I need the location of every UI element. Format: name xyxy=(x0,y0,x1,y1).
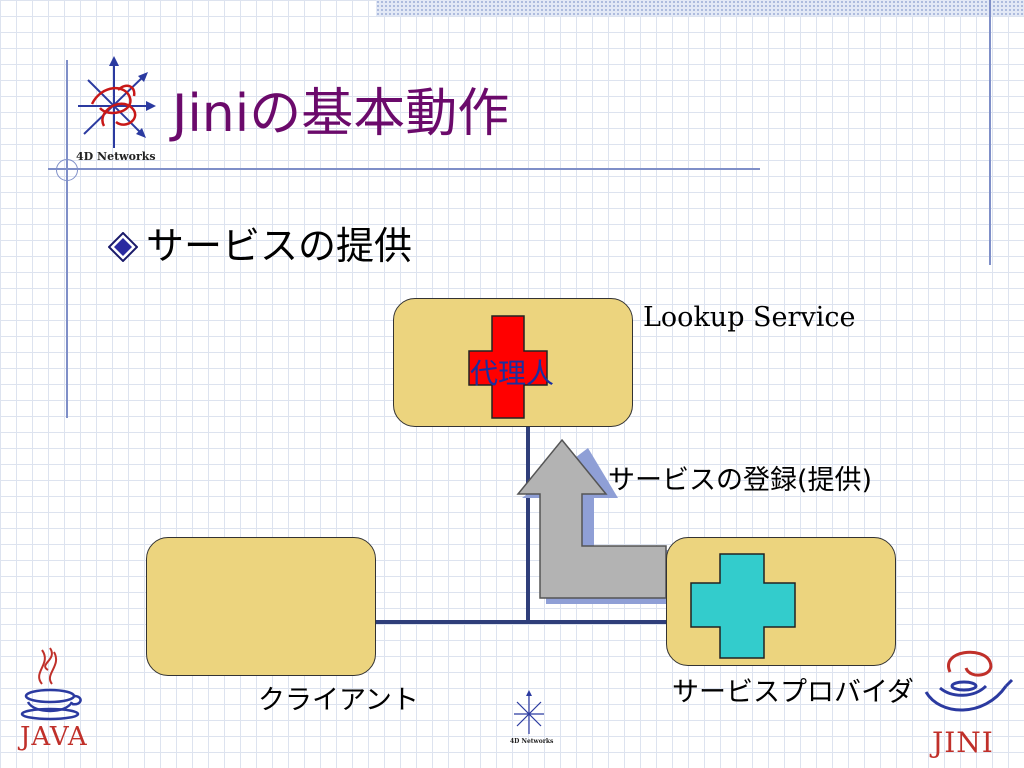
jini-logo-text: JINI xyxy=(932,726,994,759)
4d-networks-small-logo xyxy=(514,690,544,734)
left-rule xyxy=(66,60,68,418)
java-coffee-cup-icon xyxy=(20,647,82,721)
client-label: クライアント xyxy=(258,685,419,716)
client-box xyxy=(146,537,376,676)
proxy-label: 代理人 xyxy=(470,357,555,390)
lookup-service-label: Lookup Service xyxy=(643,302,856,333)
right-rule xyxy=(989,0,991,265)
slide-title: Jiniの基本動作 xyxy=(172,84,510,144)
service-registration-label: サービスの登録(提供) xyxy=(608,465,873,496)
4d-networks-logo xyxy=(78,56,156,148)
java-logo-text: JAVA xyxy=(20,722,88,752)
proxy-cross-shape xyxy=(468,315,548,419)
jini-genie-lamp-icon xyxy=(924,650,1014,712)
service-provider-label: サービスプロバイダ xyxy=(672,677,914,708)
rule-circle-mark xyxy=(56,159,78,181)
top-pattern-band xyxy=(376,0,1024,16)
bullet-text: サービスの提供 xyxy=(146,224,413,268)
4d-networks-small-logo-text: 4D Networks xyxy=(510,738,554,745)
4d-networks-logo-text: 4D Networks xyxy=(76,150,156,163)
service-cross-shape xyxy=(690,553,796,659)
title-rule xyxy=(48,168,760,170)
diamond-bullet-icon xyxy=(108,232,138,262)
